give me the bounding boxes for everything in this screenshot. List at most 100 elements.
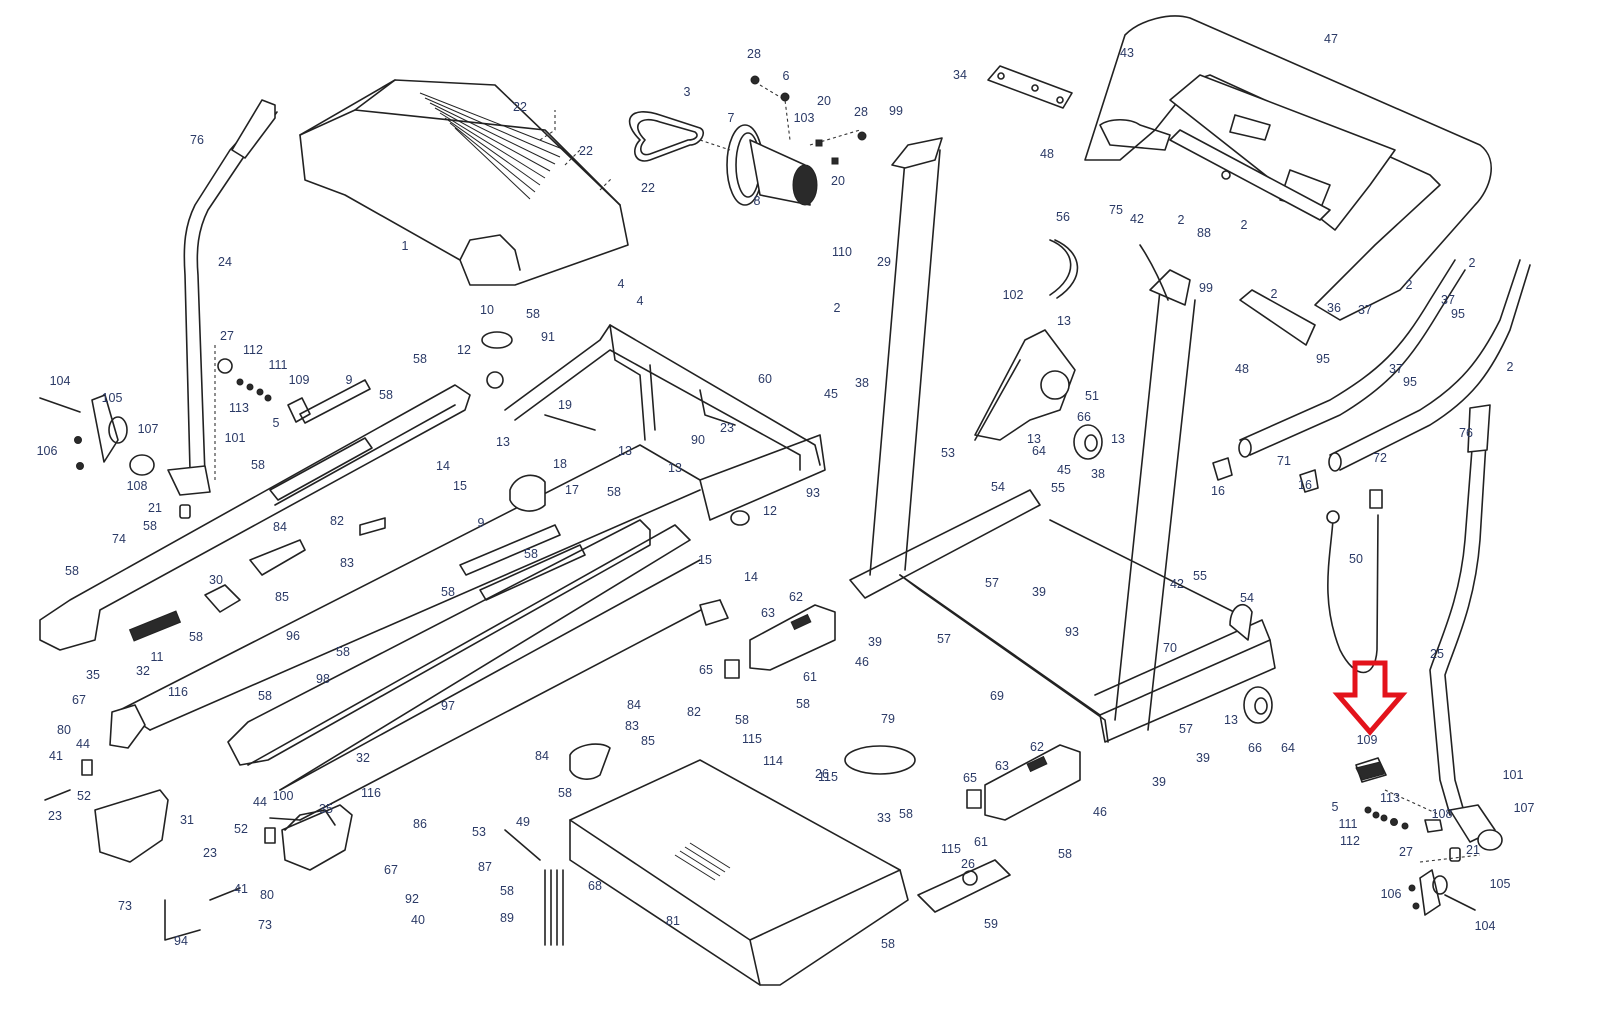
base-frame-69-part (849, 489, 1276, 743)
callout-part-42: 42 (1130, 212, 1144, 226)
callout-part-35: 35 (86, 668, 100, 682)
drive-belt-part (628, 111, 705, 162)
callout-part-91: 91 (541, 330, 555, 344)
callout-part-93: 93 (1065, 625, 1079, 639)
callout-part-57: 57 (985, 576, 999, 590)
callout-part-63: 63 (995, 759, 1009, 773)
callout-part-80: 80 (260, 888, 274, 902)
callout-part-56: 56 (1056, 210, 1070, 224)
upright-frame-right (1114, 244, 1196, 731)
callout-part-68: 68 (588, 879, 602, 893)
callout-part-112: 112 (243, 343, 263, 357)
callout-part-19: 19 (558, 398, 572, 412)
callout-part-2: 2 (1406, 278, 1413, 292)
callout-part-67: 67 (384, 863, 398, 877)
bracket-36-part (1239, 289, 1316, 346)
callout-part-2: 2 (1271, 287, 1278, 301)
callout-part-60: 60 (758, 372, 772, 386)
callout-part-23: 23 (720, 421, 734, 435)
callout-part-69: 69 (990, 689, 1004, 703)
callout-part-31: 31 (180, 813, 194, 827)
callout-part-29: 29 (877, 255, 891, 269)
callout-part-102: 102 (1003, 288, 1024, 302)
callout-part-44: 44 (253, 795, 267, 809)
callout-part-109: 109 (289, 373, 310, 387)
callout-part-5: 5 (273, 416, 280, 430)
callout-part-114: 114 (763, 754, 783, 768)
callout-part-52: 52 (77, 789, 91, 803)
callout-part-4: 4 (637, 294, 644, 308)
callout-part-61: 61 (803, 670, 817, 684)
handrail-71-part (1212, 259, 1466, 481)
callout-part-54: 54 (991, 480, 1005, 494)
callout-part-15: 15 (698, 553, 712, 567)
callout-part-21: 21 (1466, 843, 1480, 857)
callout-part-73: 73 (118, 899, 132, 913)
callout-part-58: 58 (379, 388, 393, 402)
callout-part-94: 94 (174, 934, 188, 948)
callout-part-58: 58 (336, 645, 350, 659)
callout-part-36: 36 (1327, 301, 1341, 315)
callout-part-71: 71 (1277, 454, 1291, 468)
callout-part-58: 58 (413, 352, 427, 366)
callout-part-34: 34 (953, 68, 967, 82)
callout-part-16: 16 (1211, 484, 1225, 498)
callout-part-58: 58 (558, 786, 572, 800)
callout-part-84: 84 (627, 698, 641, 712)
callout-part-27: 27 (220, 329, 234, 343)
callout-part-98: 98 (316, 672, 330, 686)
callout-part-92: 92 (405, 892, 419, 906)
callout-part-12: 12 (457, 343, 471, 357)
left-upright-24-part (167, 99, 278, 496)
drive-motor-part (699, 75, 867, 206)
tube-63-part (724, 604, 1081, 821)
callout-part-13: 13 (496, 435, 510, 449)
callout-part-6: 6 (783, 69, 790, 83)
cable-ties-68-part (504, 743, 611, 946)
callout-part-39: 39 (1032, 585, 1046, 599)
callout-part-100: 100 (273, 789, 294, 803)
callout-part-8: 8 (754, 194, 761, 208)
cable-56-part (1049, 239, 1079, 299)
callout-part-58: 58 (1058, 847, 1072, 861)
callout-part-79: 79 (881, 712, 895, 726)
callout-part-13: 13 (618, 444, 632, 458)
callout-part-75: 75 (1109, 203, 1123, 217)
callout-part-58: 58 (258, 689, 272, 703)
highlight-down-arrow-icon (1332, 660, 1408, 736)
callout-part-22: 22 (513, 100, 527, 114)
callout-part-50: 50 (1349, 552, 1363, 566)
callout-part-20: 20 (817, 94, 831, 108)
callout-part-62: 62 (1030, 740, 1044, 754)
knob-109-part (1355, 757, 1387, 783)
callout-part-27: 27 (1399, 845, 1413, 859)
base-frame-60-part (481, 324, 826, 521)
callout-part-53: 53 (472, 825, 486, 839)
callout-part-55: 55 (1051, 481, 1065, 495)
callout-part-101: 101 (225, 431, 246, 445)
callout-part-9: 9 (478, 516, 485, 530)
callout-part-107: 107 (1514, 801, 1535, 815)
callout-part-73: 73 (258, 918, 272, 932)
callout-part-5: 5 (1332, 800, 1339, 814)
rear-endcap-left (44, 704, 169, 863)
callout-part-4: 4 (618, 277, 625, 291)
callout-part-58: 58 (441, 585, 455, 599)
callout-part-82: 82 (330, 514, 344, 528)
callout-part-58: 58 (65, 564, 79, 578)
callout-part-95: 95 (1451, 307, 1465, 321)
callout-part-76: 76 (1459, 426, 1473, 440)
callout-part-1: 1 (402, 239, 409, 253)
callout-part-80: 80 (57, 723, 71, 737)
callout-part-21: 21 (148, 501, 162, 515)
callout-part-106: 106 (1381, 887, 1402, 901)
callout-part-49: 49 (516, 815, 530, 829)
callout-part-66: 66 (1248, 741, 1262, 755)
callout-part-99: 99 (889, 104, 903, 118)
callout-part-38: 38 (855, 376, 869, 390)
callout-part-26: 26 (815, 767, 829, 781)
callout-part-84: 84 (535, 749, 549, 763)
callout-part-15: 15 (453, 479, 467, 493)
console-47-part (1084, 15, 1492, 321)
